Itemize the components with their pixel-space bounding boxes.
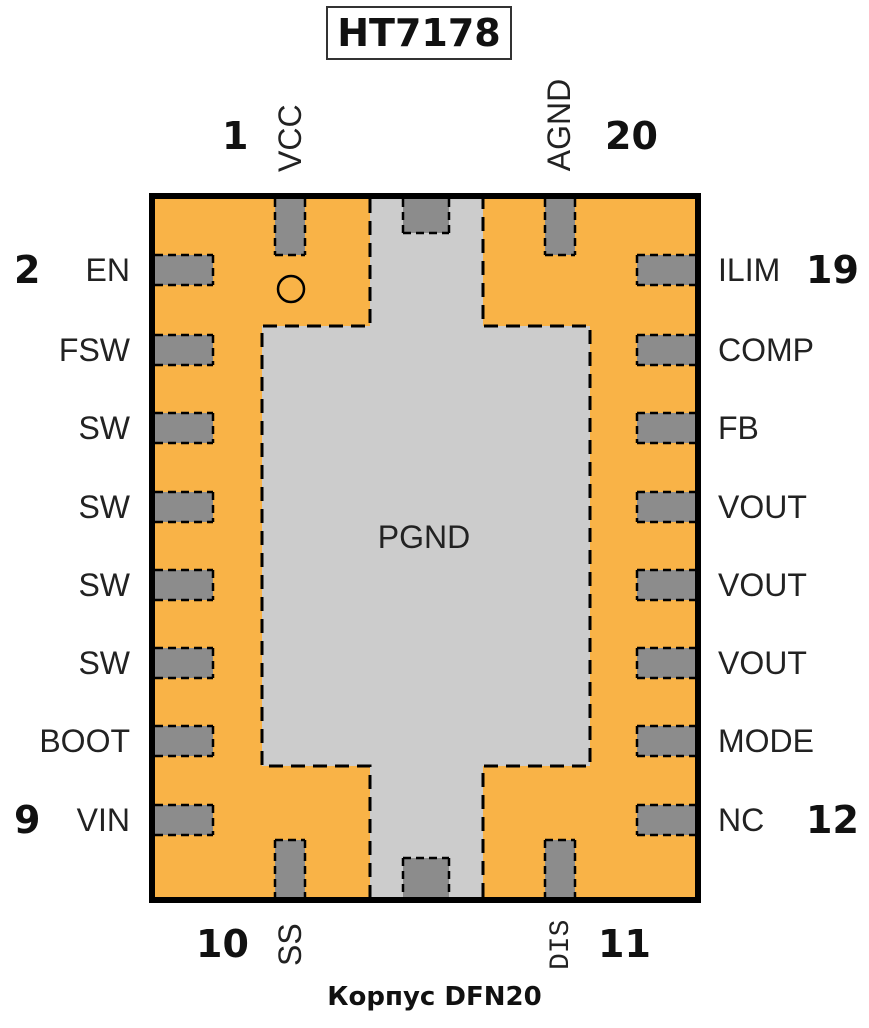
pin-label-left: SW bbox=[78, 567, 130, 603]
pin-label-top: VCC bbox=[272, 104, 308, 172]
pin-left-7 bbox=[155, 646, 215, 680]
pin-label-left: VIN bbox=[76, 802, 130, 838]
thermal-pad bbox=[262, 199, 590, 897]
pin-top-agnd bbox=[543, 199, 577, 257]
pin-left-6 bbox=[155, 568, 215, 602]
pin-label-right: VOUT bbox=[718, 567, 807, 603]
pin-label-left: FSW bbox=[58, 332, 130, 368]
pin-number: 12 bbox=[806, 798, 859, 842]
pin-right-14 bbox=[635, 646, 695, 680]
pin-label-right: FB bbox=[718, 410, 759, 446]
thermal-pad-outline bbox=[260, 199, 592, 897]
chip-title: HT7178 bbox=[326, 6, 512, 60]
pin-left-3 bbox=[155, 333, 215, 367]
pin-number: 9 bbox=[14, 798, 41, 842]
pin-label-right: COMP bbox=[718, 332, 814, 368]
pin-left-4 bbox=[155, 411, 215, 445]
pin-left-8 bbox=[155, 724, 215, 758]
pin-label-bottom: DIS bbox=[546, 919, 577, 970]
pin-label-bottom: SS bbox=[272, 923, 308, 966]
pin-number: 1 bbox=[222, 114, 249, 158]
pin-left-5 bbox=[155, 490, 215, 524]
pin-right-16 bbox=[635, 490, 695, 524]
pin-number: 20 bbox=[605, 114, 658, 158]
pin-right-12 bbox=[635, 803, 695, 837]
pin-number: 10 bbox=[196, 922, 249, 966]
pin-bottom-ss bbox=[273, 838, 307, 897]
pin-label-left: SW bbox=[78, 489, 130, 525]
pin-left-2 bbox=[155, 253, 215, 287]
pin-label-left: SW bbox=[78, 645, 130, 681]
pin-label-right: VOUT bbox=[718, 489, 807, 525]
pin-label-left: SW bbox=[78, 410, 130, 446]
pin-right-19 bbox=[635, 253, 695, 287]
pin-label-right: MODE bbox=[718, 723, 814, 759]
pin-label-right: ILIM bbox=[718, 252, 781, 288]
center-pad-label: PGND bbox=[378, 519, 470, 555]
pin-number: 11 bbox=[598, 922, 651, 966]
pad-top-center bbox=[401, 199, 451, 235]
pin-right-18 bbox=[635, 333, 695, 367]
pin-label-left: BOOT bbox=[39, 723, 130, 759]
pin-bottom-dis bbox=[543, 838, 577, 897]
pin-label-right: NC bbox=[718, 802, 765, 838]
pad-bottom-center bbox=[401, 856, 451, 897]
pin-label-left: EN bbox=[85, 252, 130, 288]
pin-label-right: VOUT bbox=[718, 645, 807, 681]
pin-top-vcc bbox=[273, 199, 307, 257]
pin-number: 19 bbox=[806, 248, 859, 292]
pin-number: 2 bbox=[14, 248, 41, 292]
pin-right-13 bbox=[635, 724, 695, 758]
pin-left-9 bbox=[155, 803, 215, 837]
package-caption: Корпус DFN20 bbox=[327, 982, 542, 1012]
pin-right-15 bbox=[635, 568, 695, 602]
pin-label-top: AGND bbox=[541, 78, 577, 172]
pin-right-17 bbox=[635, 411, 695, 445]
pin1-marker bbox=[276, 274, 306, 304]
